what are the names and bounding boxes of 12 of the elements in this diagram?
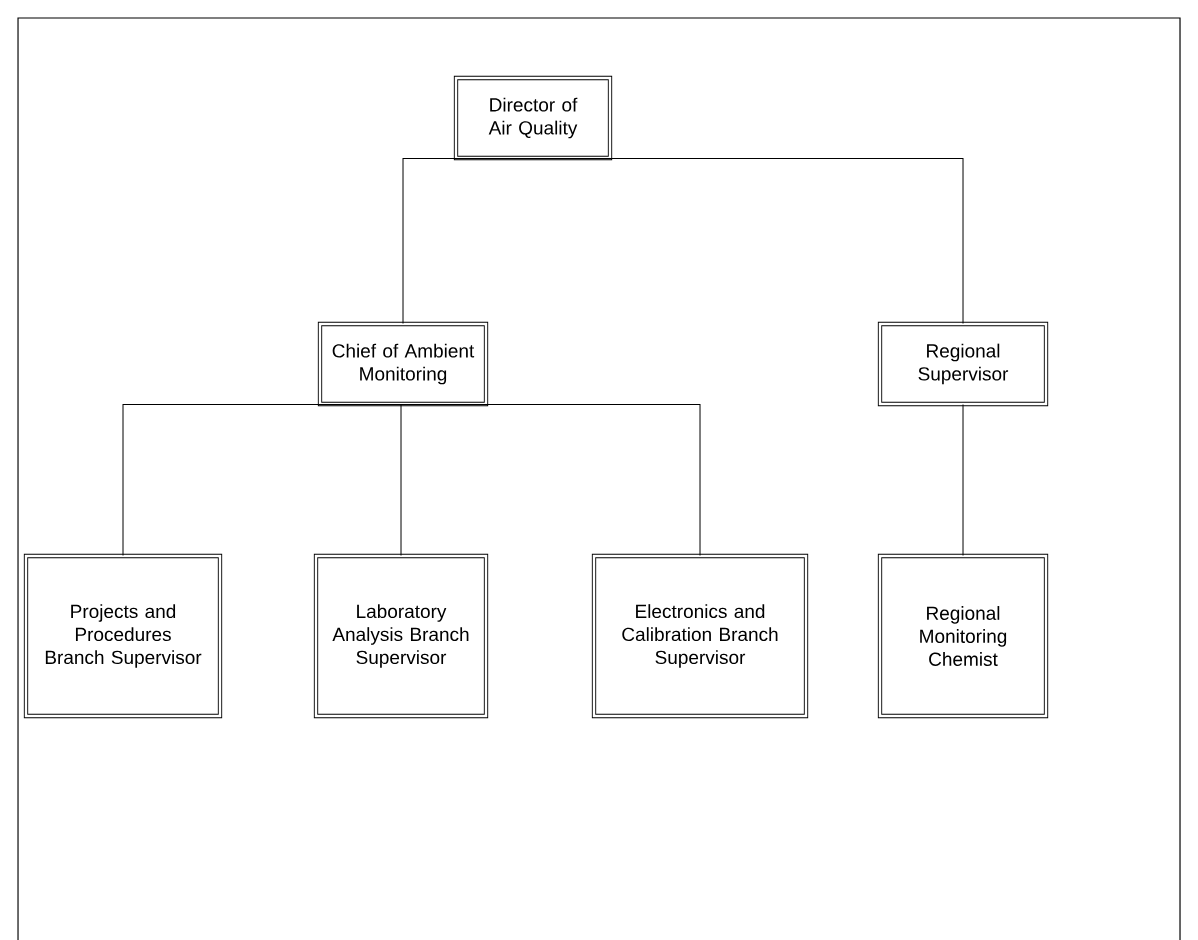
position-box: Regional Monitoring Chemist bbox=[877, 553, 1049, 719]
position-box: Projects and Procedures Branch Supervisor bbox=[23, 553, 223, 719]
position-box: Chief of Ambient Monitoring bbox=[317, 321, 489, 407]
connector-line bbox=[962, 403, 964, 557]
position-box: Electronics and Calibration Branch Supervisor bbox=[591, 553, 809, 719]
connector-line bbox=[400, 403, 404, 557]
position-box: Regional Supervisor bbox=[877, 321, 1049, 407]
position-box: Director of Air Quality bbox=[453, 75, 613, 161]
connector-line bbox=[402, 403, 701, 557]
connector-line bbox=[532, 157, 964, 325]
position-box: Laboratory Analysis Branch Supervisor bbox=[313, 553, 489, 719]
connector-line bbox=[402, 157, 534, 325]
